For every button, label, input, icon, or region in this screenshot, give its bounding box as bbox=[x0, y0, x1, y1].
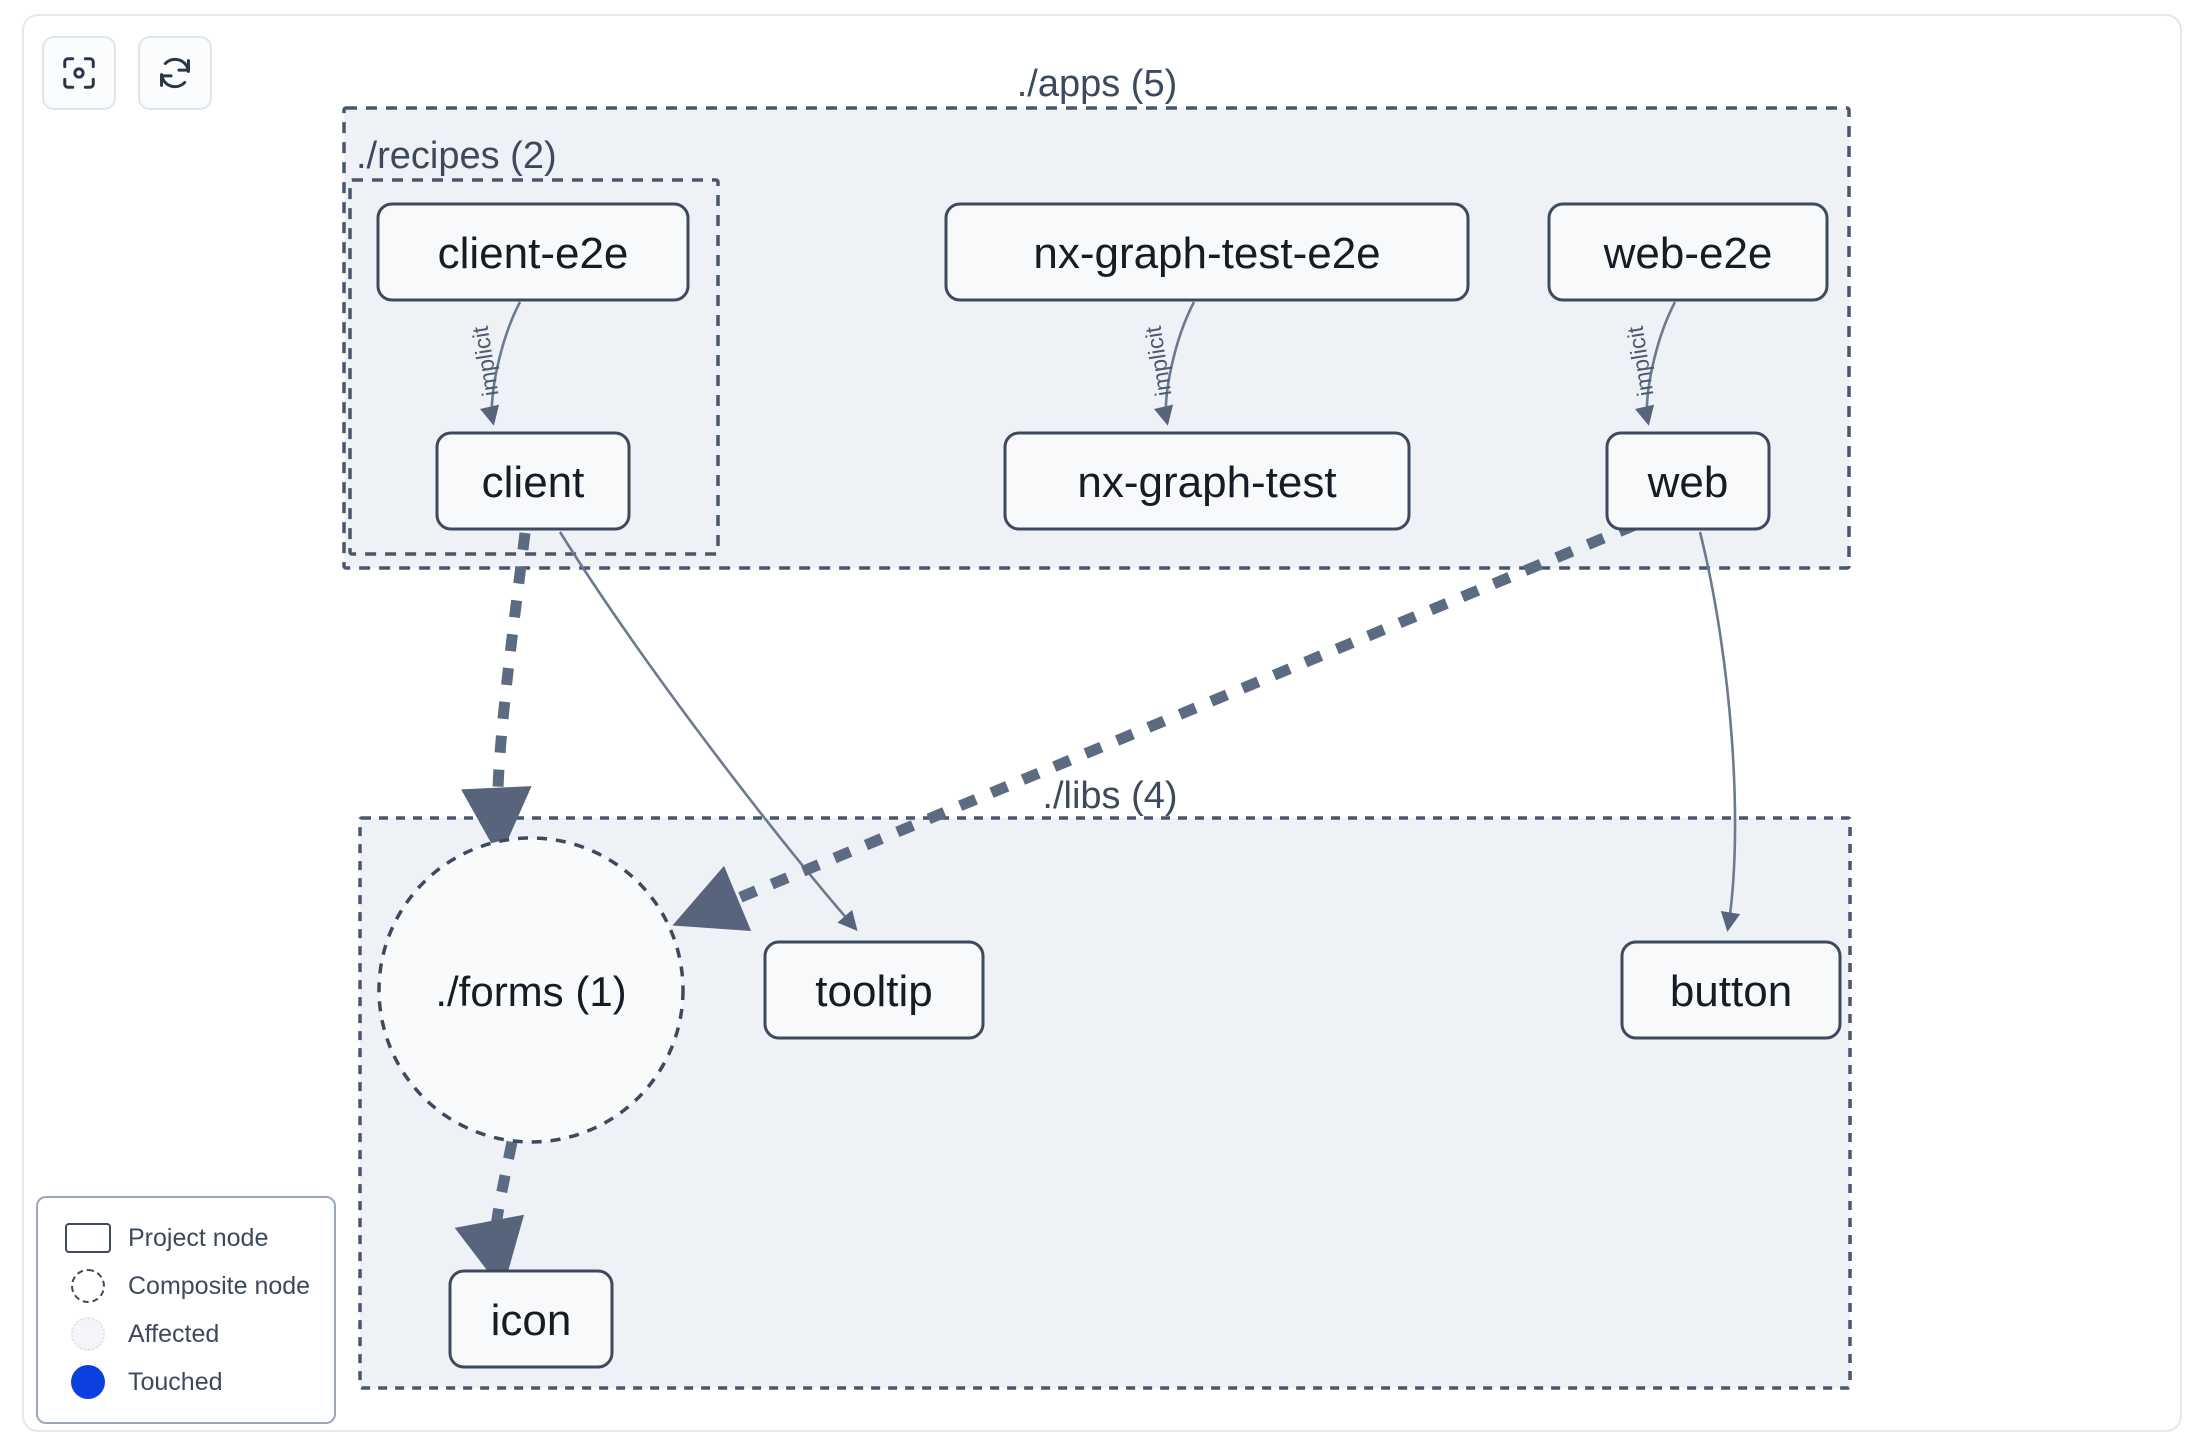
node-tooltip-label: tooltip bbox=[815, 967, 932, 1016]
legend-item-project-node: Project node bbox=[56, 1214, 316, 1262]
group-apps-box[interactable] bbox=[342, 106, 1851, 570]
node-client[interactable]: client bbox=[435, 431, 631, 531]
node-forms-label: ./forms (1) bbox=[435, 968, 626, 1015]
legend-item-touched: Touched bbox=[56, 1358, 316, 1406]
edge-client-to-tooltip[interactable] bbox=[558, 531, 858, 931]
node-icon[interactable]: icon bbox=[448, 1269, 614, 1369]
legend-label-touched: Touched bbox=[128, 1367, 223, 1396]
node-nx-graph-test-e2e-label: nx-graph-test-e2e bbox=[1033, 229, 1380, 278]
touched-icon bbox=[56, 1365, 120, 1399]
node-web[interactable]: web bbox=[1605, 431, 1771, 531]
focus-graph-button[interactable] bbox=[42, 36, 116, 110]
node-tooltip[interactable]: tooltip bbox=[763, 940, 985, 1040]
graph-nodes: client-e2e nx-graph-test-e2e web-e2e cli… bbox=[376, 202, 1842, 1369]
edge-client-to-forms[interactable] bbox=[461, 532, 532, 859]
edge-client-e2e-to-client[interactable] bbox=[480, 301, 522, 426]
graph-edges: implicit implicit implicit bbox=[454, 301, 1741, 1291]
composite-node-icon bbox=[56, 1269, 120, 1303]
edge-web-e2e-to-web[interactable] bbox=[1635, 301, 1677, 426]
graph-legend: Project node Composite node Affected Tou… bbox=[36, 1196, 336, 1424]
affected-icon bbox=[56, 1317, 120, 1351]
node-nx-graph-test[interactable]: nx-graph-test bbox=[1003, 431, 1411, 531]
node-client-e2e[interactable]: client-e2e bbox=[376, 202, 690, 302]
node-icon-label: icon bbox=[491, 1296, 572, 1345]
node-web-e2e[interactable]: web-e2e bbox=[1547, 202, 1829, 302]
edge-web-to-button[interactable] bbox=[1698, 531, 1741, 932]
refresh-icon bbox=[156, 54, 194, 92]
legend-label-project-node: Project node bbox=[128, 1223, 269, 1252]
legend-label-affected: Affected bbox=[128, 1319, 220, 1348]
node-client-e2e-label: client-e2e bbox=[438, 229, 629, 278]
refresh-graph-button[interactable] bbox=[138, 36, 212, 110]
edge-nxge2e-to-nxg[interactable] bbox=[1154, 301, 1196, 426]
node-web-e2e-label: web-e2e bbox=[1603, 229, 1773, 278]
viewfinder-icon bbox=[60, 54, 98, 92]
node-button-label: button bbox=[1670, 967, 1792, 1016]
project-node-icon bbox=[56, 1223, 120, 1253]
group-apps-label: ./apps (5) bbox=[1017, 63, 1178, 105]
edge-forms-to-icon[interactable] bbox=[454, 1140, 525, 1291]
legend-label-composite-node: Composite node bbox=[128, 1271, 311, 1300]
node-nx-graph-test-label: nx-graph-test bbox=[1077, 458, 1336, 507]
legend-item-composite-node: Composite node bbox=[56, 1262, 316, 1310]
node-web-label: web bbox=[1647, 458, 1729, 507]
group-libs-box[interactable] bbox=[358, 816, 1852, 1390]
node-nx-graph-test-e2e[interactable]: nx-graph-test-e2e bbox=[944, 202, 1470, 302]
node-forms-composite[interactable]: ./forms (1) bbox=[377, 836, 685, 1144]
legend-item-affected: Affected bbox=[56, 1310, 316, 1358]
group-libs-label: ./libs (4) bbox=[1042, 775, 1177, 817]
node-button[interactable]: button bbox=[1620, 940, 1842, 1040]
group-recipes-label: ./recipes (2) bbox=[356, 135, 557, 177]
node-client-label: client bbox=[482, 458, 585, 507]
graph-toolbar bbox=[42, 36, 212, 110]
